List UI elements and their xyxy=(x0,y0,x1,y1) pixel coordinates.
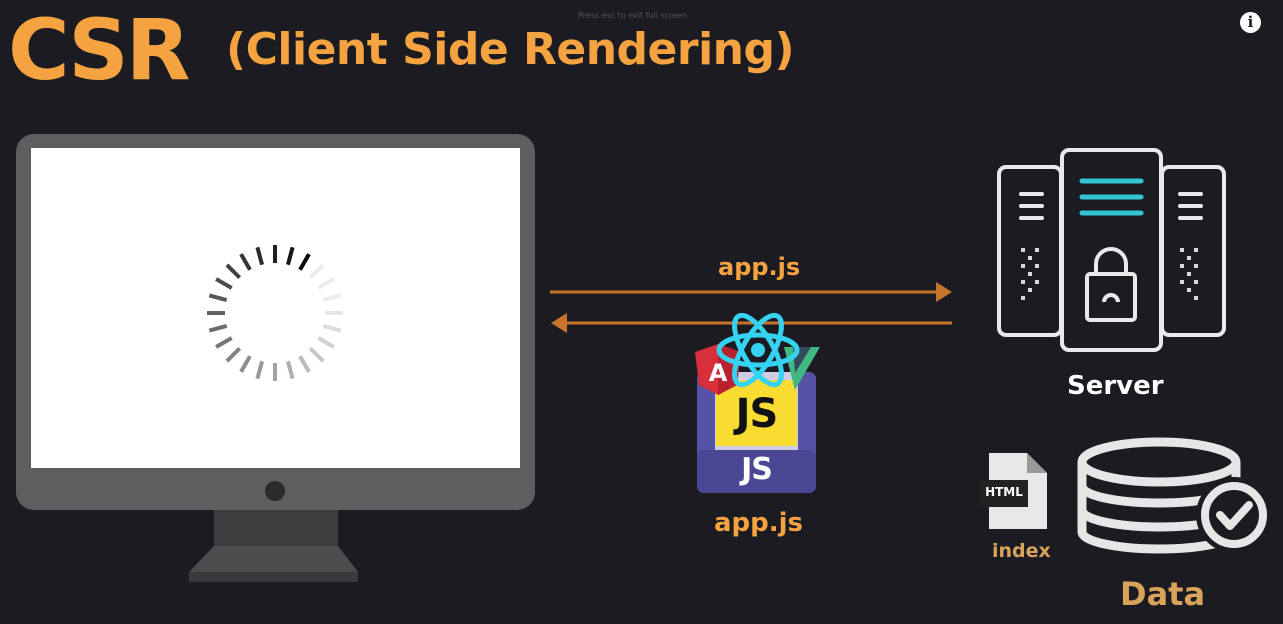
check-icon xyxy=(1196,477,1272,553)
server-label: Server xyxy=(1067,371,1164,401)
monitor-icon xyxy=(16,134,535,582)
spinner-tick xyxy=(225,346,242,363)
fullscreen-hint: Press esc to exit full screen xyxy=(578,11,688,20)
spinner-tick xyxy=(298,253,311,271)
html-file-icon xyxy=(980,453,1047,529)
spinner-tick xyxy=(308,346,325,363)
spinner-tick xyxy=(255,246,264,266)
spinner-tick xyxy=(322,324,342,333)
spinner-tick xyxy=(208,324,228,333)
js-badge-text: JS xyxy=(735,391,779,437)
spinner-tick xyxy=(317,336,335,349)
spinner-tick xyxy=(286,246,295,266)
spinner-tick xyxy=(215,336,233,349)
javascript-file-icon xyxy=(697,372,816,493)
info-icon[interactable]: i xyxy=(1240,12,1261,33)
spinner-tick xyxy=(322,293,342,302)
spinner-tick xyxy=(286,360,295,380)
svg-text:A: A xyxy=(709,359,728,387)
server-dots xyxy=(1021,248,1198,300)
data-label: Data xyxy=(1120,575,1206,613)
spinner-tick xyxy=(239,355,252,373)
spinner-tick xyxy=(208,293,228,302)
html-badge: HTML xyxy=(985,485,1023,499)
index-label: index xyxy=(992,540,1051,562)
spinner-tick xyxy=(317,277,335,290)
spinner-tick xyxy=(308,263,325,280)
spinner-tick xyxy=(225,263,242,280)
bundle-label: app.js xyxy=(714,508,804,538)
spinner-tick xyxy=(298,355,311,373)
spinner-tick xyxy=(239,253,252,271)
loading-spinner-icon xyxy=(207,245,343,381)
request-arrow-label: app.js xyxy=(718,253,801,281)
react-icon xyxy=(716,312,800,388)
server-rack-icon xyxy=(997,148,1226,352)
js-file-label: JS xyxy=(741,452,773,487)
spinner-tick xyxy=(255,360,264,380)
page-subtitle: (Client Side Rendering) xyxy=(226,24,795,75)
spinner-tick xyxy=(215,277,233,290)
request-arrow xyxy=(550,282,952,302)
page-title: CSR xyxy=(8,1,190,99)
